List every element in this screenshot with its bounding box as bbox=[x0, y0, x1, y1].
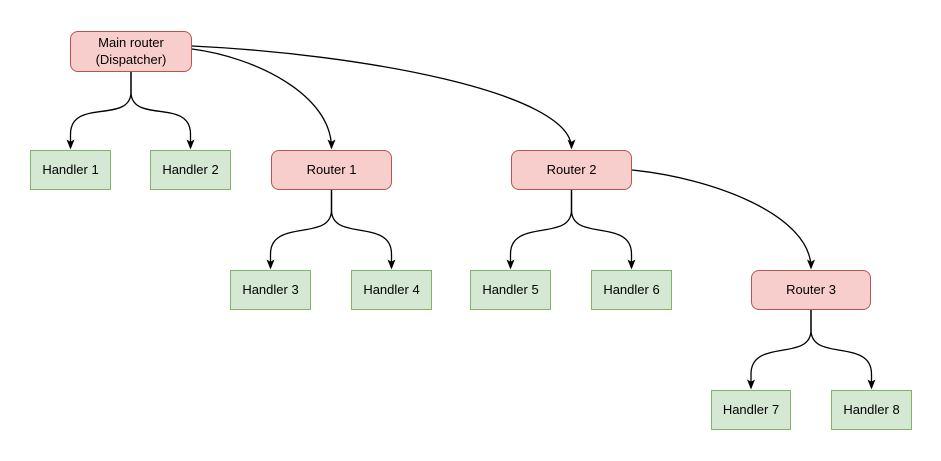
node-handler-8: Handler 8 bbox=[831, 390, 912, 430]
node-router-2: Router 2 bbox=[511, 150, 632, 190]
node-handler-2: Handler 2 bbox=[150, 150, 231, 190]
node-main-router: Main router (Dispatcher) bbox=[70, 31, 192, 72]
node-handler-3: Handler 3 bbox=[230, 270, 311, 310]
node-handler-5: Handler 5 bbox=[470, 270, 551, 310]
node-router-1: Router 1 bbox=[271, 150, 392, 190]
node-handler-6: Handler 6 bbox=[591, 270, 672, 310]
node-handler-7: Handler 7 bbox=[711, 390, 791, 430]
node-handler-4: Handler 4 bbox=[351, 270, 432, 310]
node-handler-1: Handler 1 bbox=[30, 150, 111, 190]
node-router-3: Router 3 bbox=[751, 270, 871, 310]
